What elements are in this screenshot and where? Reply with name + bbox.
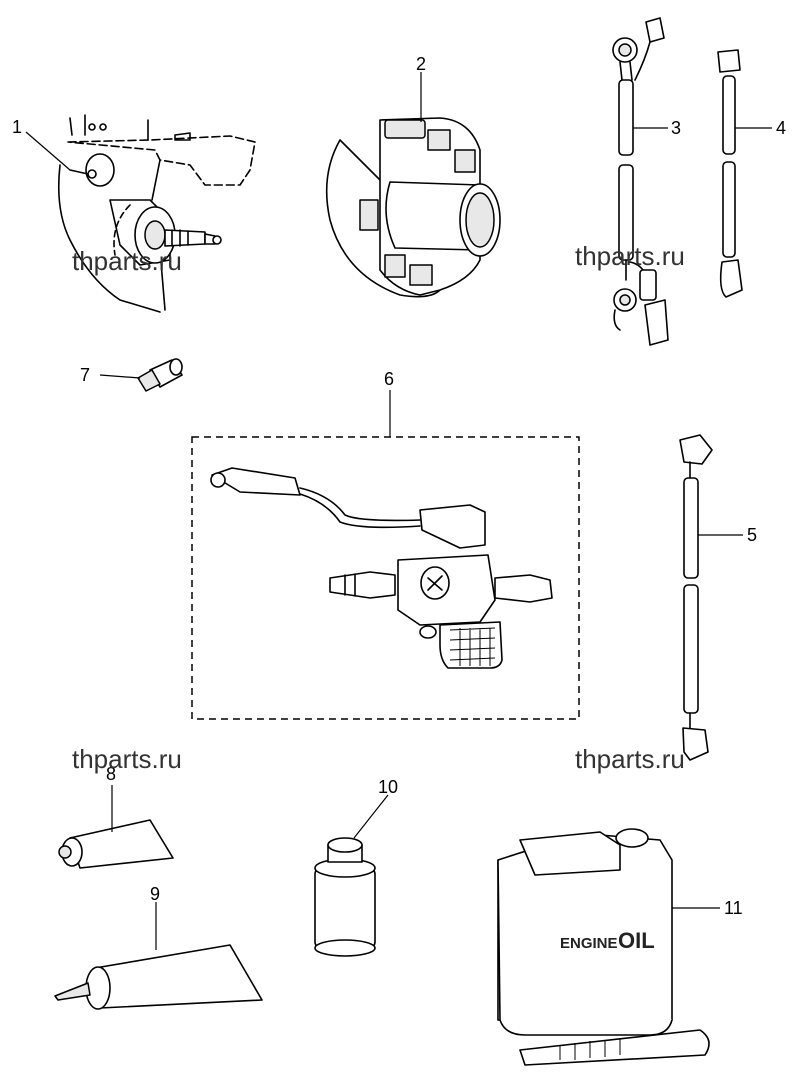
- watermark-1: thparts.ru: [72, 246, 182, 276]
- callout-7: 7: [80, 365, 90, 385]
- part-11-engine-oil-container: ENGINE OIL: [497, 828, 710, 1066]
- callout-2: 2: [416, 54, 426, 74]
- part-6-tester-kit: [191, 436, 580, 720]
- watermark-4: thparts.ru: [575, 744, 685, 774]
- callout-3: 3: [671, 118, 681, 138]
- part-7-fitting: [137, 358, 183, 392]
- part-4-lead: [717, 49, 743, 298]
- callout-9: 9: [150, 884, 160, 904]
- callout-10: 10: [378, 777, 398, 797]
- callout-6: 6: [384, 369, 394, 389]
- engine-oil-label-big: OIL: [618, 928, 655, 953]
- part-1-sensor-assembly: [57, 114, 256, 313]
- part-8-grease-tube: [58, 819, 174, 869]
- part-3-wiring-harness: [612, 17, 669, 346]
- engine-oil-label-small: ENGINE: [560, 935, 618, 952]
- watermarks: thparts.ru thparts.ru thparts.ru thparts…: [72, 241, 685, 774]
- part-6-boundary: [191, 436, 580, 720]
- callout-5: 5: [747, 525, 757, 545]
- watermark-3: thparts.ru: [72, 744, 182, 774]
- leader-lines: [25, 72, 772, 950]
- watermark-2: thparts.ru: [575, 241, 685, 271]
- part-10-bottle: [314, 837, 376, 957]
- callout-8: 8: [106, 764, 116, 784]
- callout-numbers: 1 2 3 4 5 6 7 8 9 10 11: [12, 54, 786, 918]
- part-2-stator: [325, 117, 501, 298]
- callout-4: 4: [776, 118, 786, 138]
- part-5-lead: [679, 434, 713, 761]
- callout-1: 1: [12, 117, 22, 137]
- callout-11: 11: [724, 898, 743, 918]
- part-9-sealant-tube: [54, 944, 263, 1010]
